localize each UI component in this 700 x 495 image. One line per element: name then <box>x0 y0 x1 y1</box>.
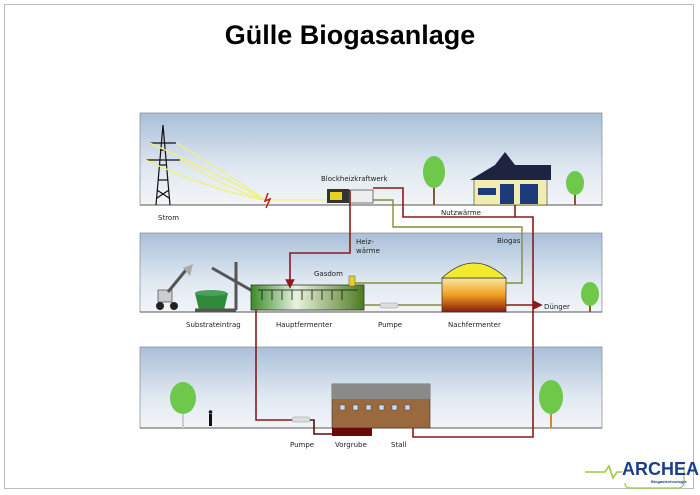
pre-pit-icon <box>332 428 372 436</box>
telehandler-icon <box>156 264 193 310</box>
label-heizwaerme-2: wärme <box>356 247 380 255</box>
conveyor-icon <box>195 262 257 312</box>
label-vorgrube: Vorgrube <box>335 441 367 449</box>
label-duenger: Dünger <box>544 303 570 311</box>
tree-icon <box>539 380 563 428</box>
label-pumpe: Pumpe <box>378 321 402 329</box>
tree-icon <box>170 382 196 428</box>
label-biogas: Biogas <box>497 237 521 245</box>
tree-icon <box>423 156 445 205</box>
lightning-icon <box>263 192 272 209</box>
label-substrateintrag: Substrateintrag <box>186 321 241 329</box>
page-title: Gülle Biogasanlage <box>224 20 476 50</box>
label-stall: Stall <box>391 441 406 449</box>
label-heizwaerme-1: Heiz- <box>356 238 374 246</box>
pump-icon <box>379 302 399 309</box>
chp-unit-icon <box>327 189 374 204</box>
label-nachfermenter: Nachfermenter <box>448 321 501 329</box>
tree-icon <box>566 171 584 205</box>
archea-logo: ARCHEA Biogastechnologie <box>585 459 699 489</box>
person-icon <box>208 410 213 426</box>
label-strom: Strom <box>158 214 179 222</box>
label-bhkw: Blockheizkraftwerk <box>321 175 389 183</box>
label-gasdom: Gasdom <box>314 270 343 278</box>
label-hauptfermenter: Hauptfermenter <box>276 321 332 329</box>
house-icon <box>470 152 551 206</box>
logo-name: ARCHEA <box>622 459 699 479</box>
slide-frame <box>4 4 694 489</box>
logo-subtitle: Biogastechnologie <box>651 479 688 484</box>
gas-pipes <box>355 199 523 306</box>
stable-building-icon <box>331 383 431 429</box>
heat-pipes <box>255 187 543 438</box>
pump-icon <box>291 416 311 423</box>
feed-hopper-icon <box>195 290 228 310</box>
label-nutzwaerme: Nutzwärme <box>441 209 481 217</box>
power-pylon-icon <box>146 124 180 206</box>
power-lines <box>145 142 330 201</box>
label-pumpe-bottom: Pumpe <box>290 441 314 449</box>
main-fermenter-icon <box>250 284 365 311</box>
gas-dome-icon <box>348 275 356 287</box>
tree-icon <box>581 282 599 312</box>
post-fermenter-icon <box>441 262 507 313</box>
